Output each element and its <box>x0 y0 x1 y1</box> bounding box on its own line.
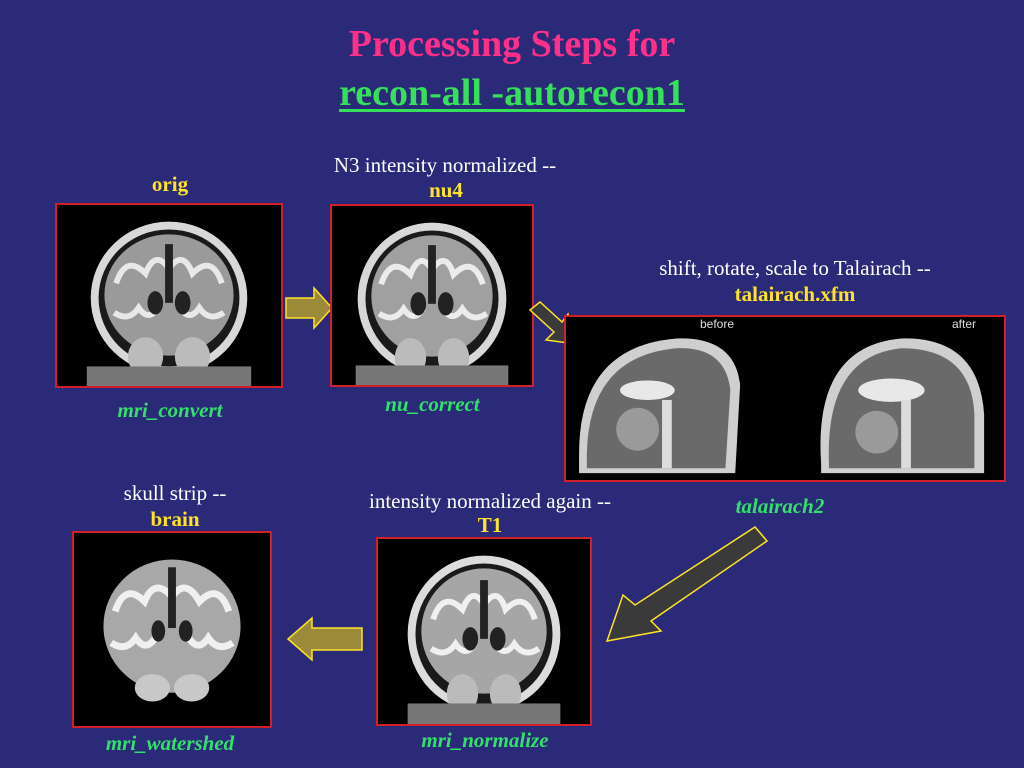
nu4-caption: N3 intensity normalized -- <box>333 153 557 177</box>
mri-watershed-label: mri_watershed <box>105 731 235 755</box>
mri-convert-label: mri_convert <box>117 398 223 422</box>
coronal-brain-image <box>86 221 252 386</box>
mri-normalize-label: mri_normalize <box>421 728 549 752</box>
nu4-label: nu4 <box>429 178 463 202</box>
coronal-brain-image <box>355 222 509 385</box>
brain-caption: skull strip -- <box>123 481 227 505</box>
talairach-xfm-label: talairach.xfm <box>734 282 856 306</box>
t1-mri-image <box>376 537 592 726</box>
orig-mri-image <box>55 203 283 388</box>
coronal-brain-image <box>407 555 561 724</box>
sagittal-brain-images <box>579 338 985 474</box>
slide-title: Processing Steps for <box>348 23 676 65</box>
talairach2-label: talairach2 <box>735 494 825 518</box>
diagonal-arrow-icon <box>605 525 770 645</box>
slide-subtitle: recon-all -autorecon1 <box>339 72 685 114</box>
brain-label: brain <box>150 507 200 531</box>
nu4-mri-image <box>330 204 534 387</box>
left-arrow-icon <box>286 616 364 662</box>
talairach-mri-image <box>564 315 1006 482</box>
brain-mri-image <box>72 531 272 728</box>
before-label: before <box>700 317 735 331</box>
t1-label: T1 <box>477 513 503 537</box>
after-label: after <box>952 317 977 331</box>
orig-label: orig <box>151 172 189 196</box>
right-arrow-icon <box>284 286 334 330</box>
t1-caption: intensity normalized again -- <box>368 489 611 513</box>
talairach-caption: shift, rotate, scale to Talairach -- <box>659 256 931 280</box>
skull-stripped-brain-image <box>103 559 241 702</box>
nu-correct-label: nu_correct <box>385 392 480 416</box>
